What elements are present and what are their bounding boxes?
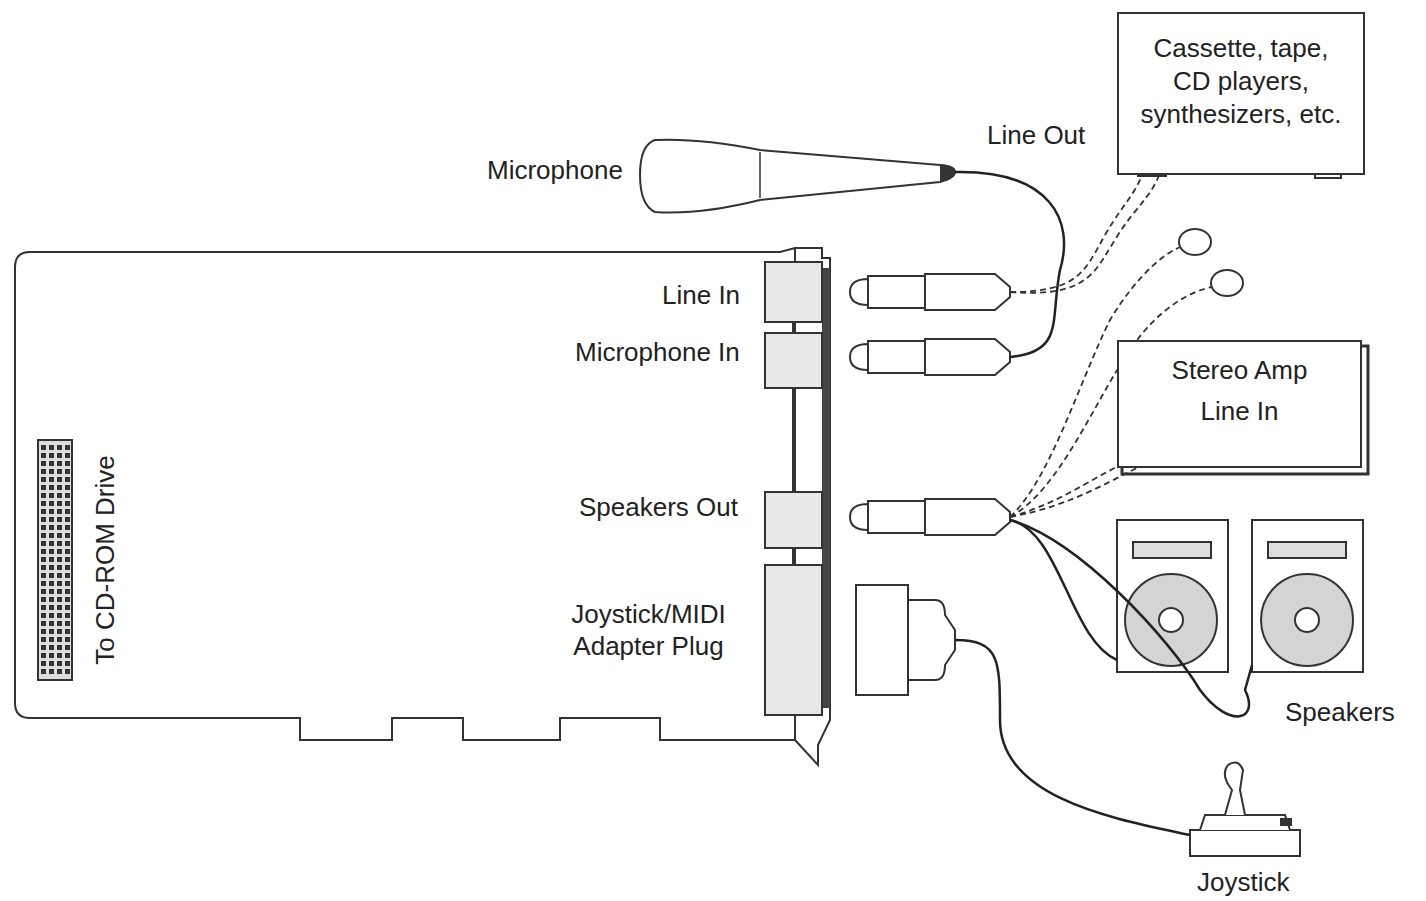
part-label: Microphone — [485, 154, 625, 186]
port-label: Line Out — [985, 119, 1087, 151]
amp-label: Stereo Amp — [1129, 354, 1350, 387]
device-label: Cassette, tape, CD players, synthesizers… — [1139, 32, 1343, 131]
port-label: Speakers Out — [577, 491, 740, 523]
port-label: Line In — [660, 279, 742, 311]
port-label: Joystick/MIDI Adapter Plug — [544, 598, 753, 662]
source-device-box: Cassette, tape, CD players, synthesizers… — [1117, 12, 1365, 175]
part-label: Speakers — [1283, 696, 1397, 728]
connector-label: To CD-ROM Drive — [89, 453, 121, 666]
stereo-amp-box: Stereo AmpLine In — [1117, 340, 1362, 468]
port-label: Line In — [1129, 395, 1350, 428]
port-label: Microphone In — [573, 336, 742, 368]
part-label: Joystick — [1195, 866, 1291, 898]
